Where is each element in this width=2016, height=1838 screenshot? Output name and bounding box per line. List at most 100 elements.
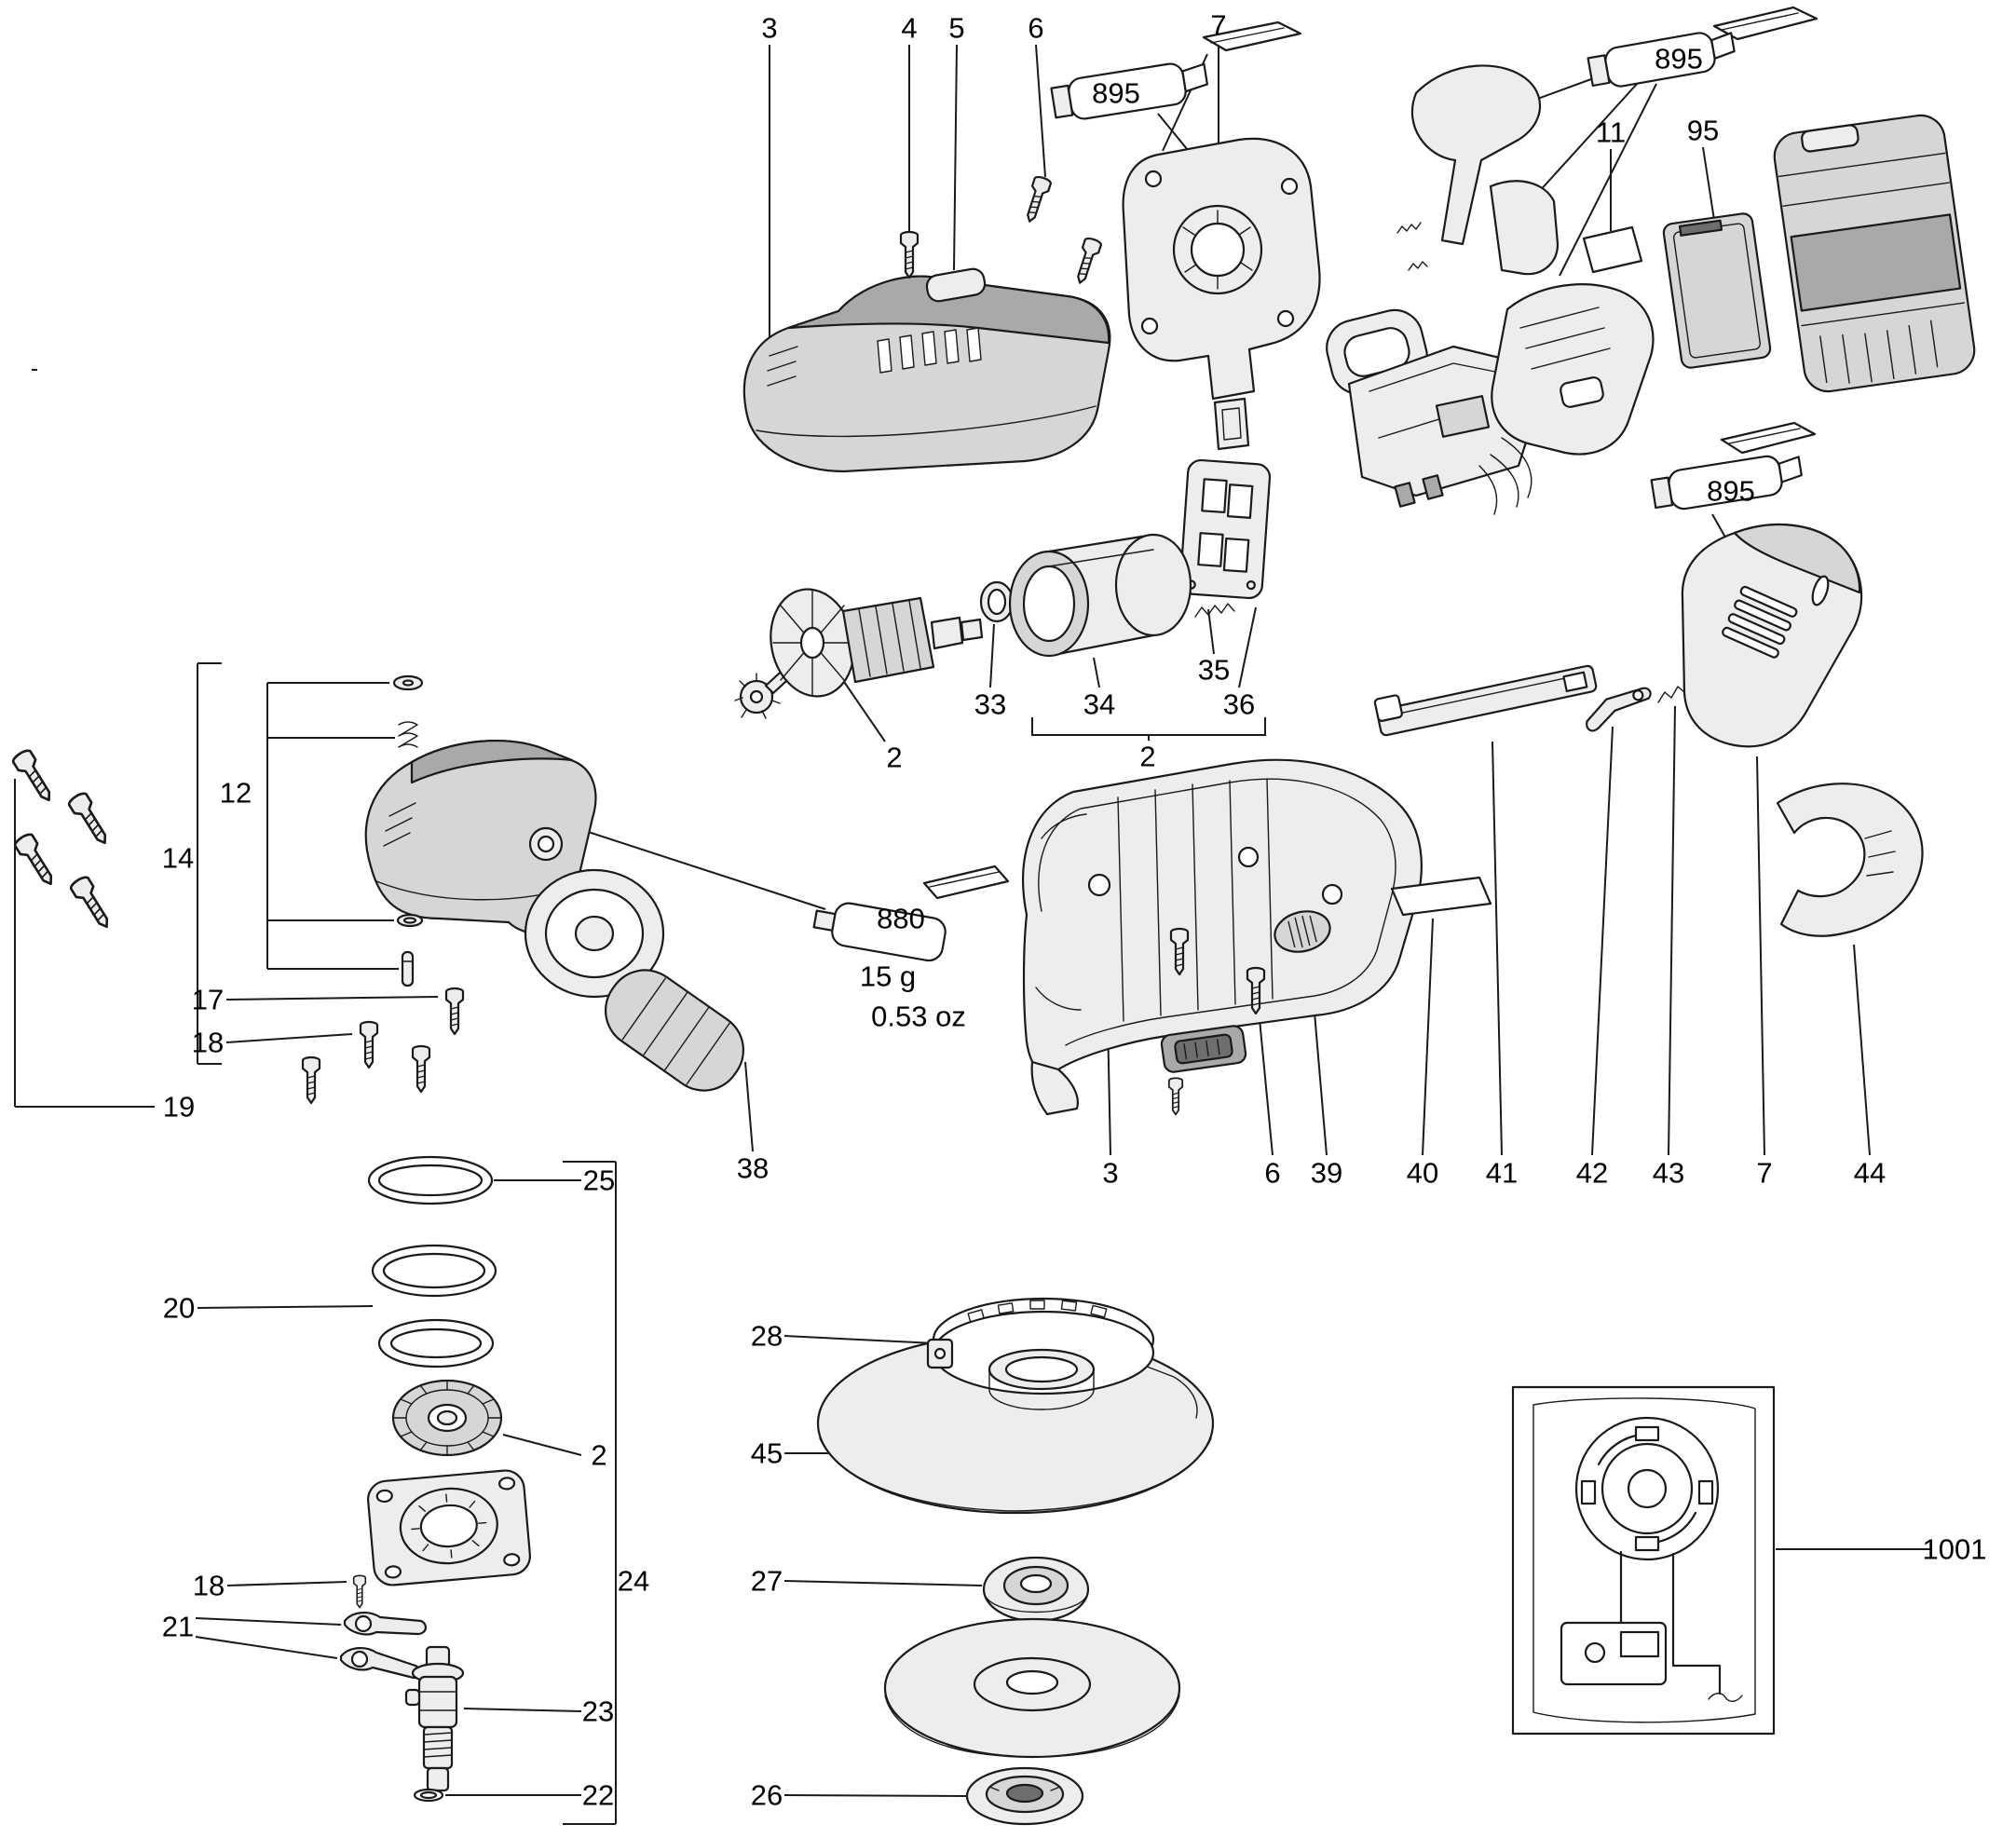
callout-label: 23 bbox=[581, 1695, 615, 1728]
bearing-ring-part bbox=[979, 580, 1015, 623]
screw-part bbox=[1167, 1077, 1184, 1116]
spindle-part bbox=[404, 1645, 465, 1792]
callout-label: 95 bbox=[1686, 114, 1720, 147]
battery-pack-part bbox=[1773, 114, 1976, 393]
side-handle-part bbox=[524, 868, 745, 1092]
bearing-flange-part bbox=[367, 1469, 531, 1586]
callout-label: 2 bbox=[591, 1438, 607, 1472]
callout-label: 3 bbox=[761, 11, 778, 45]
lock-lever-part bbox=[339, 1612, 427, 1679]
lock-lever-assembly-part bbox=[1396, 64, 1560, 276]
switch-slider-part bbox=[1160, 1025, 1247, 1073]
cover-plate-part bbox=[1662, 212, 1772, 369]
callout-label: 7 bbox=[1210, 8, 1227, 42]
screw-part bbox=[65, 789, 116, 850]
callout-label: 15 g bbox=[859, 960, 917, 993]
callout-label: 43 bbox=[1652, 1156, 1685, 1190]
screw-part bbox=[301, 1055, 321, 1105]
callout-label: 4 bbox=[901, 11, 918, 45]
callout-label: 25 bbox=[582, 1164, 616, 1197]
callout-label: 42 bbox=[1575, 1156, 1609, 1190]
callout-label: 5 bbox=[948, 11, 965, 45]
o-ring-part bbox=[367, 1155, 494, 1205]
switch-assembly-part bbox=[1347, 345, 1532, 515]
callout-label: 12 bbox=[219, 776, 252, 810]
screw-part bbox=[11, 830, 61, 891]
callout-label: 3 bbox=[1102, 1156, 1119, 1190]
screw-part bbox=[899, 230, 919, 279]
screw-part bbox=[1020, 174, 1053, 225]
callout-label: 40 bbox=[1406, 1156, 1439, 1190]
motor-housing-bottom-part bbox=[1022, 758, 1423, 1116]
stator-sleeve-part bbox=[1008, 533, 1192, 658]
callout-label: 2 bbox=[1139, 740, 1156, 773]
callout-label: 895 bbox=[1092, 76, 1140, 110]
armature-part bbox=[734, 588, 984, 719]
motor-housing-top-part bbox=[742, 275, 1111, 473]
callout-label: 7 bbox=[1756, 1156, 1773, 1190]
callout-label: 39 bbox=[1310, 1156, 1343, 1190]
screw-part bbox=[352, 1574, 367, 1609]
callout-label: 26 bbox=[750, 1778, 783, 1812]
o-ring-part bbox=[377, 1318, 495, 1368]
spindle-lock-button-part bbox=[1274, 910, 1331, 953]
terminal-clip-part bbox=[1213, 397, 1250, 451]
callout-label: 2 bbox=[886, 741, 903, 774]
callout-label: 27 bbox=[750, 1564, 783, 1598]
label-sheet-part bbox=[1582, 225, 1643, 274]
callout-label: 20 bbox=[162, 1291, 196, 1325]
callout-label: 11 bbox=[1595, 116, 1627, 149]
grease-tube-part bbox=[1587, 6, 1818, 88]
callout-label: 34 bbox=[1083, 688, 1116, 721]
callout-label: 6 bbox=[1028, 11, 1044, 45]
gear-head-housing-part bbox=[364, 739, 606, 937]
callout-label: 36 bbox=[1222, 688, 1256, 721]
callout-label: 18 bbox=[192, 1569, 225, 1602]
callout-label: 28 bbox=[750, 1319, 783, 1353]
screw-part bbox=[411, 1044, 431, 1094]
bevel-gear-part bbox=[391, 1379, 503, 1457]
callout-label: 38 bbox=[736, 1151, 770, 1185]
callout-label: 41 bbox=[1485, 1156, 1519, 1190]
callout-label: 19 bbox=[162, 1090, 196, 1123]
washer-part bbox=[392, 674, 424, 691]
callout-label: 33 bbox=[974, 688, 1007, 721]
housing-connector-part bbox=[1491, 283, 1655, 456]
gear-case-bracket-part bbox=[1122, 137, 1321, 401]
screw-part bbox=[359, 1020, 379, 1069]
grease-tube-part bbox=[1650, 421, 1817, 511]
label-sheet-part bbox=[1390, 876, 1492, 917]
grease-tube-part bbox=[812, 865, 1010, 962]
callout-label: 21 bbox=[161, 1610, 195, 1643]
screw-part bbox=[67, 873, 117, 933]
screw-part bbox=[9, 746, 60, 807]
inner-flange-part bbox=[982, 1556, 1090, 1623]
callout-label: 880 bbox=[877, 902, 925, 935]
rear-handle-part bbox=[1681, 524, 1863, 748]
callout-label: 0.53 oz bbox=[871, 1000, 966, 1033]
brush-spring-part bbox=[1194, 603, 1235, 618]
electronics-module-part bbox=[1511, 1385, 1776, 1736]
callout-label: 35 bbox=[1197, 653, 1231, 687]
callout-label: 22 bbox=[581, 1778, 615, 1812]
hand-guard-part bbox=[1776, 783, 1924, 937]
callout-label: 45 bbox=[750, 1436, 783, 1470]
callout-label: 895 bbox=[1655, 42, 1703, 75]
callout-label: 24 bbox=[617, 1564, 650, 1598]
clamping-nut-part bbox=[965, 1766, 1084, 1826]
callout-label: 1001 bbox=[1922, 1532, 1987, 1566]
screw-part bbox=[444, 987, 465, 1036]
grinding-disc-part bbox=[883, 1617, 1181, 1759]
callout-label: 18 bbox=[191, 1026, 225, 1059]
screw-part bbox=[1070, 236, 1103, 287]
cover-cap-part bbox=[925, 267, 987, 303]
spring-part bbox=[398, 721, 418, 748]
grease-tube-part bbox=[1050, 20, 1302, 120]
callout-label: 17 bbox=[191, 983, 225, 1016]
callout-label: 14 bbox=[161, 841, 195, 875]
o-ring-part bbox=[396, 913, 424, 928]
callout-label: 895 bbox=[1707, 474, 1755, 508]
guard-collar-part bbox=[988, 1348, 1096, 1410]
